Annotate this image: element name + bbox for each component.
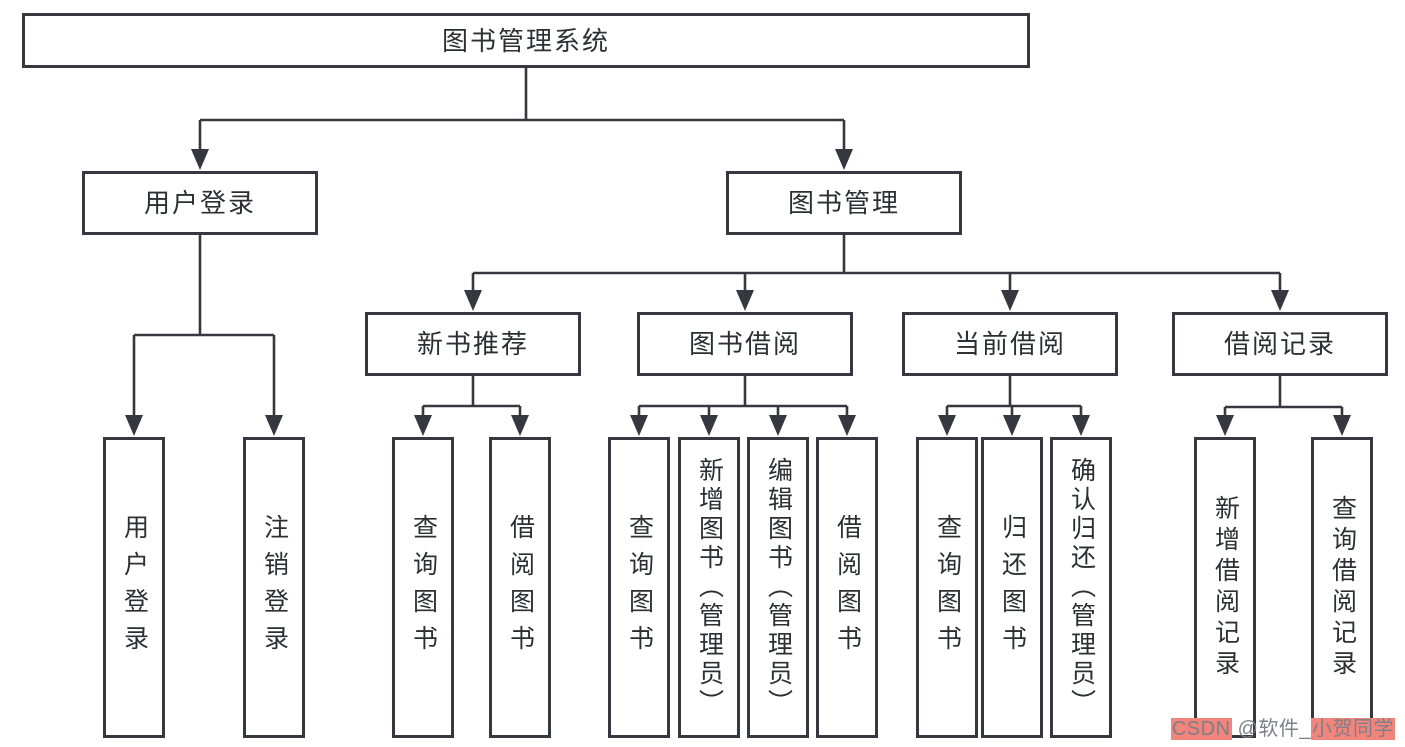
leaf-query-borrow-record-label: 查询借阅记录 bbox=[1328, 494, 1357, 681]
leaf-add-book: 新增图书（管理员） bbox=[678, 437, 740, 738]
connector-user-login-to-leaves bbox=[125, 235, 283, 436]
leaf-query-book-1: 查询图书 bbox=[392, 437, 454, 738]
node-root-label: 图书管理系统 bbox=[441, 25, 610, 56]
leaf-borrow-book-1-label: 借阅图书 bbox=[506, 513, 535, 662]
arrow-down-icon bbox=[464, 290, 482, 311]
leaf-confirm-return-label: 确认归还（管理员） bbox=[1067, 457, 1096, 718]
leaf-user-login-label: 用户登录 bbox=[120, 513, 149, 662]
arrow-down-icon bbox=[938, 415, 956, 436]
node-current-borrow-label: 当前借阅 bbox=[953, 329, 1066, 359]
leaf-return-book-label: 归还图书 bbox=[998, 513, 1027, 662]
node-current-borrow: 当前借阅 bbox=[902, 312, 1118, 376]
arrow-down-icon bbox=[1216, 415, 1234, 436]
arrow-down-icon bbox=[736, 290, 754, 311]
leaf-logout: 注销登录 bbox=[243, 437, 305, 738]
connector-current-borrow-to-leaves bbox=[938, 376, 1090, 436]
arrow-down-icon bbox=[838, 415, 856, 436]
connector-new-book-to-leaves bbox=[414, 376, 529, 436]
leaf-borrow-book-2: 借阅图书 bbox=[816, 437, 878, 738]
arrow-down-icon bbox=[1001, 290, 1019, 311]
arrow-down-icon bbox=[1072, 415, 1090, 436]
leaf-borrow-book-1: 借阅图书 bbox=[489, 437, 551, 738]
arrow-down-icon bbox=[414, 415, 432, 436]
leaf-logout-label: 注销登录 bbox=[260, 513, 289, 662]
leaf-add-book-label: 新增图书（管理员） bbox=[695, 457, 724, 718]
leaf-add-borrow-record: 新增借阅记录 bbox=[1194, 437, 1256, 738]
node-borrow-records: 借阅记录 bbox=[1172, 312, 1388, 376]
leaf-query-book-3: 查询图书 bbox=[916, 437, 978, 738]
node-new-book-rec: 新书推荐 bbox=[365, 312, 581, 376]
node-book-borrow: 图书借阅 bbox=[637, 312, 853, 376]
node-root: 图书管理系统 bbox=[22, 13, 1030, 68]
arrow-down-icon bbox=[265, 415, 283, 436]
watermark: CSDN @软件_小贺同学 bbox=[1170, 717, 1395, 741]
leaf-add-borrow-record-label: 新增借阅记录 bbox=[1211, 494, 1240, 681]
leaf-confirm-return: 确认归还（管理员） bbox=[1050, 437, 1112, 738]
node-user-login-label: 用户登录 bbox=[143, 188, 256, 218]
arrow-down-icon bbox=[630, 415, 648, 436]
arrow-down-icon bbox=[835, 149, 853, 170]
arrow-down-icon bbox=[700, 415, 718, 436]
leaf-user-login: 用户登录 bbox=[103, 437, 165, 738]
watermark-handle: @软件_ bbox=[1231, 718, 1311, 740]
node-book-mgmt-label: 图书管理 bbox=[787, 188, 900, 218]
leaf-edit-book: 编辑图书（管理员） bbox=[747, 437, 809, 738]
arrow-down-icon bbox=[125, 415, 143, 436]
arrow-down-icon bbox=[769, 415, 787, 436]
leaf-query-book-1-label: 查询图书 bbox=[409, 513, 438, 662]
connector-borrow-records-to-leaves bbox=[1216, 376, 1351, 436]
watermark-author: 小贺同学 bbox=[1311, 718, 1395, 740]
connector-book-mgmt-to-level3 bbox=[464, 235, 1289, 311]
leaf-query-book-2-label: 查询图书 bbox=[625, 513, 654, 662]
node-user-login: 用户登录 bbox=[82, 171, 318, 235]
node-book-borrow-label: 图书借阅 bbox=[688, 329, 801, 359]
node-new-book-rec-label: 新书推荐 bbox=[416, 329, 529, 359]
connector-root-to-level2 bbox=[191, 68, 853, 170]
node-borrow-records-label: 借阅记录 bbox=[1223, 329, 1336, 359]
watermark-site: CSDN bbox=[1170, 718, 1232, 740]
leaf-borrow-book-2-label: 借阅图书 bbox=[833, 513, 862, 662]
leaf-edit-book-label: 编辑图书（管理员） bbox=[764, 457, 793, 718]
arrow-down-icon bbox=[1333, 415, 1351, 436]
leaf-query-borrow-record: 查询借阅记录 bbox=[1311, 437, 1373, 738]
leaf-query-book-2: 查询图书 bbox=[608, 437, 670, 738]
arrow-down-icon bbox=[191, 149, 209, 170]
node-book-mgmt: 图书管理 bbox=[726, 171, 962, 235]
connector-book-borrow-to-leaves bbox=[630, 376, 856, 436]
arrow-down-icon bbox=[1271, 290, 1289, 311]
arrow-down-icon bbox=[511, 415, 529, 436]
arrow-down-icon bbox=[1003, 415, 1021, 436]
leaf-return-book: 归还图书 bbox=[981, 437, 1043, 738]
leaf-query-book-3-label: 查询图书 bbox=[933, 513, 962, 662]
